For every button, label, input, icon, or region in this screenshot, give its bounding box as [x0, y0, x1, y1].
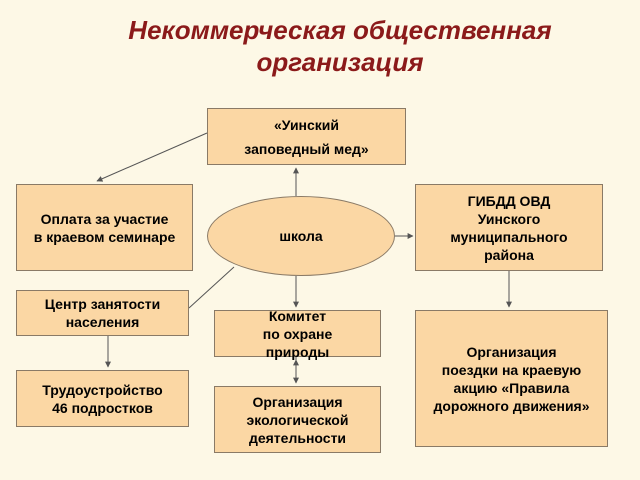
trip-line-4: дорожного движения» — [433, 397, 590, 414]
committee-line-3: природы — [265, 343, 330, 360]
title-line-1: Некоммерческая общественная — [128, 15, 552, 45]
school-node: школа — [207, 196, 395, 276]
trip-box: Организация поездки на краевую акцию «Пр… — [415, 310, 608, 447]
committee-line-1: Комитет — [268, 307, 327, 324]
trip-line-1: Организация — [466, 343, 557, 360]
honey-line-2: заповедный мед» — [244, 140, 369, 157]
gibdd-box: ГИБДД ОВД Уинского муниципального района — [415, 184, 603, 271]
committee-box: Комитет по охране природы — [214, 307, 381, 360]
committee-line-2: по охране — [262, 325, 333, 342]
employment-line-2: населения — [65, 314, 140, 330]
gibdd-line-2: Уинского — [477, 210, 541, 227]
line-school-to-employment — [188, 266, 235, 309]
jobs-box: Трудоустройство 46 подростков — [16, 370, 189, 427]
jobs-line-1: Трудоустройство — [42, 381, 163, 398]
gibdd-line-4: района — [484, 246, 534, 263]
honey-line-1: «Уинский — [273, 116, 340, 133]
school-label: школа — [279, 228, 323, 244]
jobs-line-2: 46 подростков — [52, 399, 153, 416]
arrow-honey-to-payment — [96, 132, 208, 182]
honey-box: «Уинский заповедный мед» — [207, 108, 406, 165]
gibdd-line-1: ГИБДД ОВД — [467, 192, 551, 209]
ecology-line-2: экологической — [246, 411, 349, 428]
payment-line-1: Оплата за участие — [40, 210, 169, 227]
payment-line-2: в краевом семинаре — [33, 228, 176, 245]
ecology-line-3: деятельности — [248, 429, 347, 446]
ecology-line-1: Организация — [252, 393, 343, 410]
diagram-title: Некоммерческая общественная организация — [60, 14, 620, 78]
title-line-2: организация — [256, 47, 424, 77]
gibdd-line-3: муниципального — [450, 228, 568, 245]
trip-line-2: поездки на краевую — [441, 361, 582, 378]
employment-line-1: Центр занятости — [44, 296, 161, 312]
employment-box: Центр занятости населения — [16, 290, 189, 336]
trip-line-3: акцию «Правила — [453, 379, 570, 396]
payment-box: Оплата за участие в краевом семинаре — [16, 184, 193, 271]
ecology-box: Организация экологической деятельности — [214, 386, 381, 453]
